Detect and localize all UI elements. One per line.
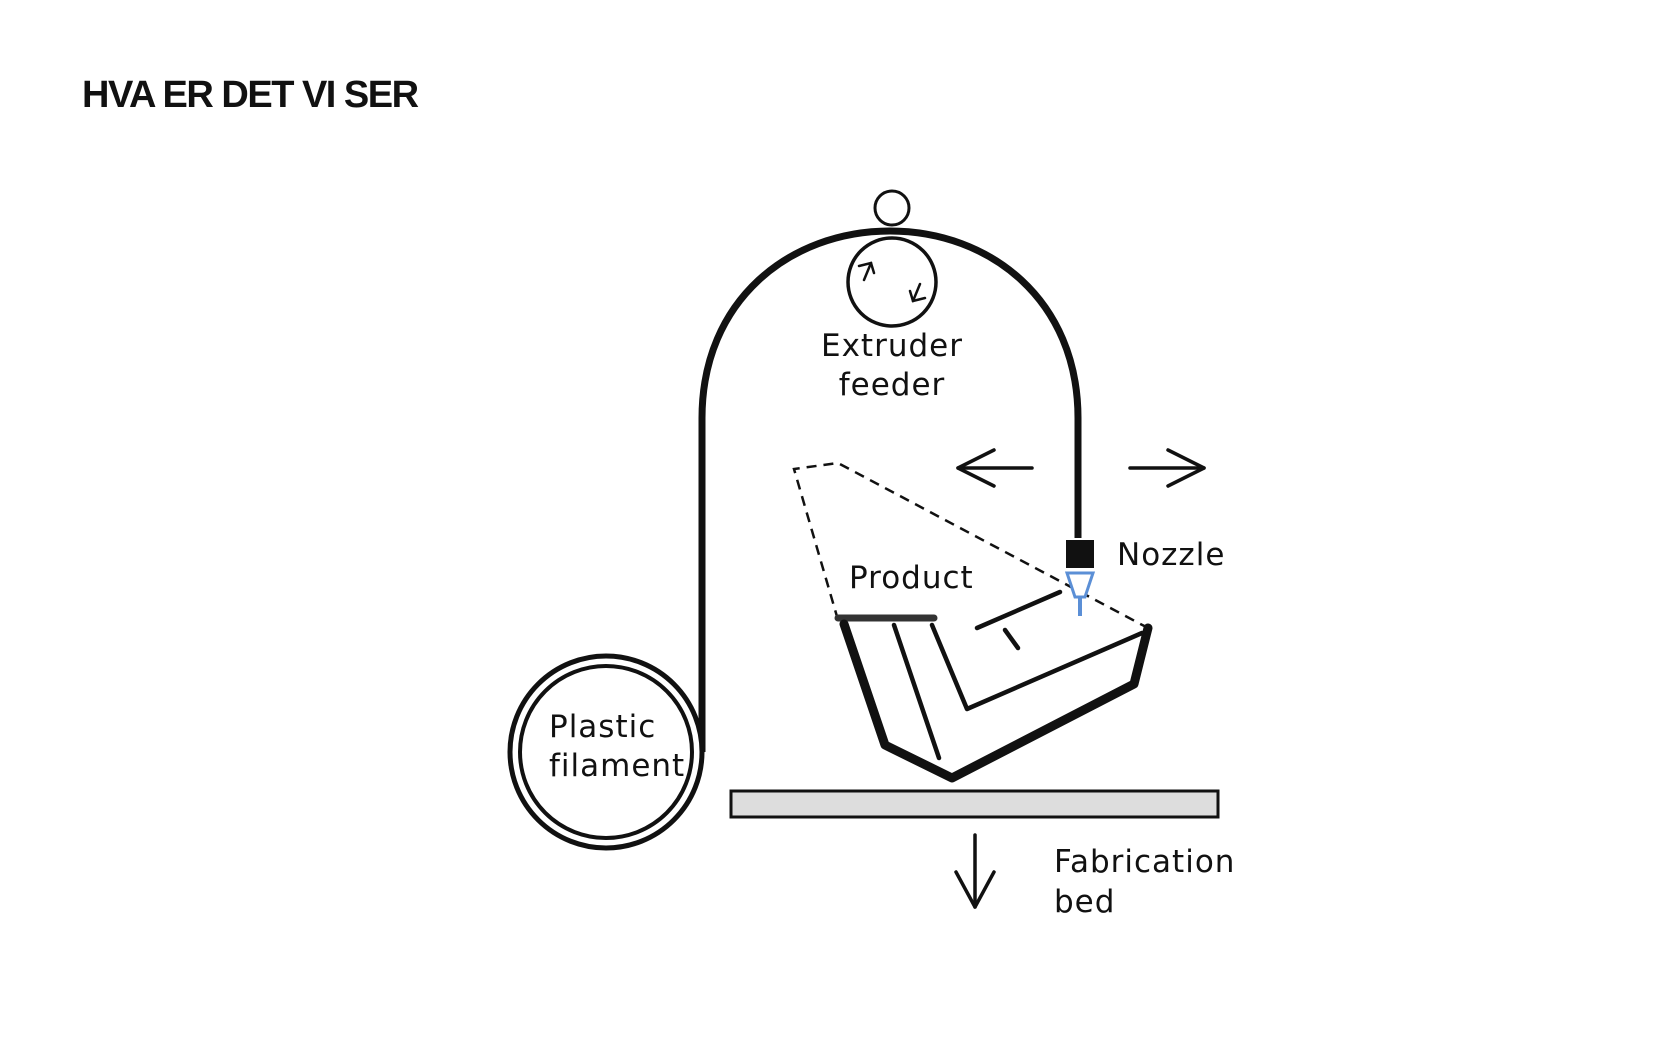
- fabrication-bed: [729, 789, 1220, 819]
- product-label: Product: [849, 560, 974, 596]
- nozzle-label: Nozzle: [1117, 537, 1225, 573]
- fabrication-bed-label-line2: bed: [1054, 884, 1115, 920]
- arrow-down-icon: [954, 833, 996, 909]
- plastic-filament-label-line2: filament: [549, 748, 685, 784]
- pulley-circle-icon: [873, 189, 911, 227]
- filament-path: [698, 227, 1082, 752]
- product-outline-dashed: [792, 461, 1149, 630]
- arrow-right-icon: [1128, 448, 1206, 488]
- fabrication-bed-label-line1: Fabrication: [1054, 844, 1235, 880]
- product-shape: [839, 589, 1153, 783]
- arrow-left-icon: [956, 448, 1034, 488]
- plastic-filament-label-line1: Plastic: [549, 709, 656, 745]
- filament-spool: [507, 653, 705, 851]
- nozzle-tip: [1064, 571, 1096, 599]
- nozzle: [1064, 540, 1096, 616]
- extruder-feeder-wheel: [846, 236, 938, 328]
- rotation-arrows-icon: [857, 261, 927, 303]
- extruder-feeder-label-line1: Extruder: [821, 328, 963, 364]
- extruder-feeder-label-line2: feeder: [839, 367, 946, 403]
- page-title: HVA ER DET VI SER: [82, 74, 419, 116]
- nozzle-block: [1066, 540, 1094, 568]
